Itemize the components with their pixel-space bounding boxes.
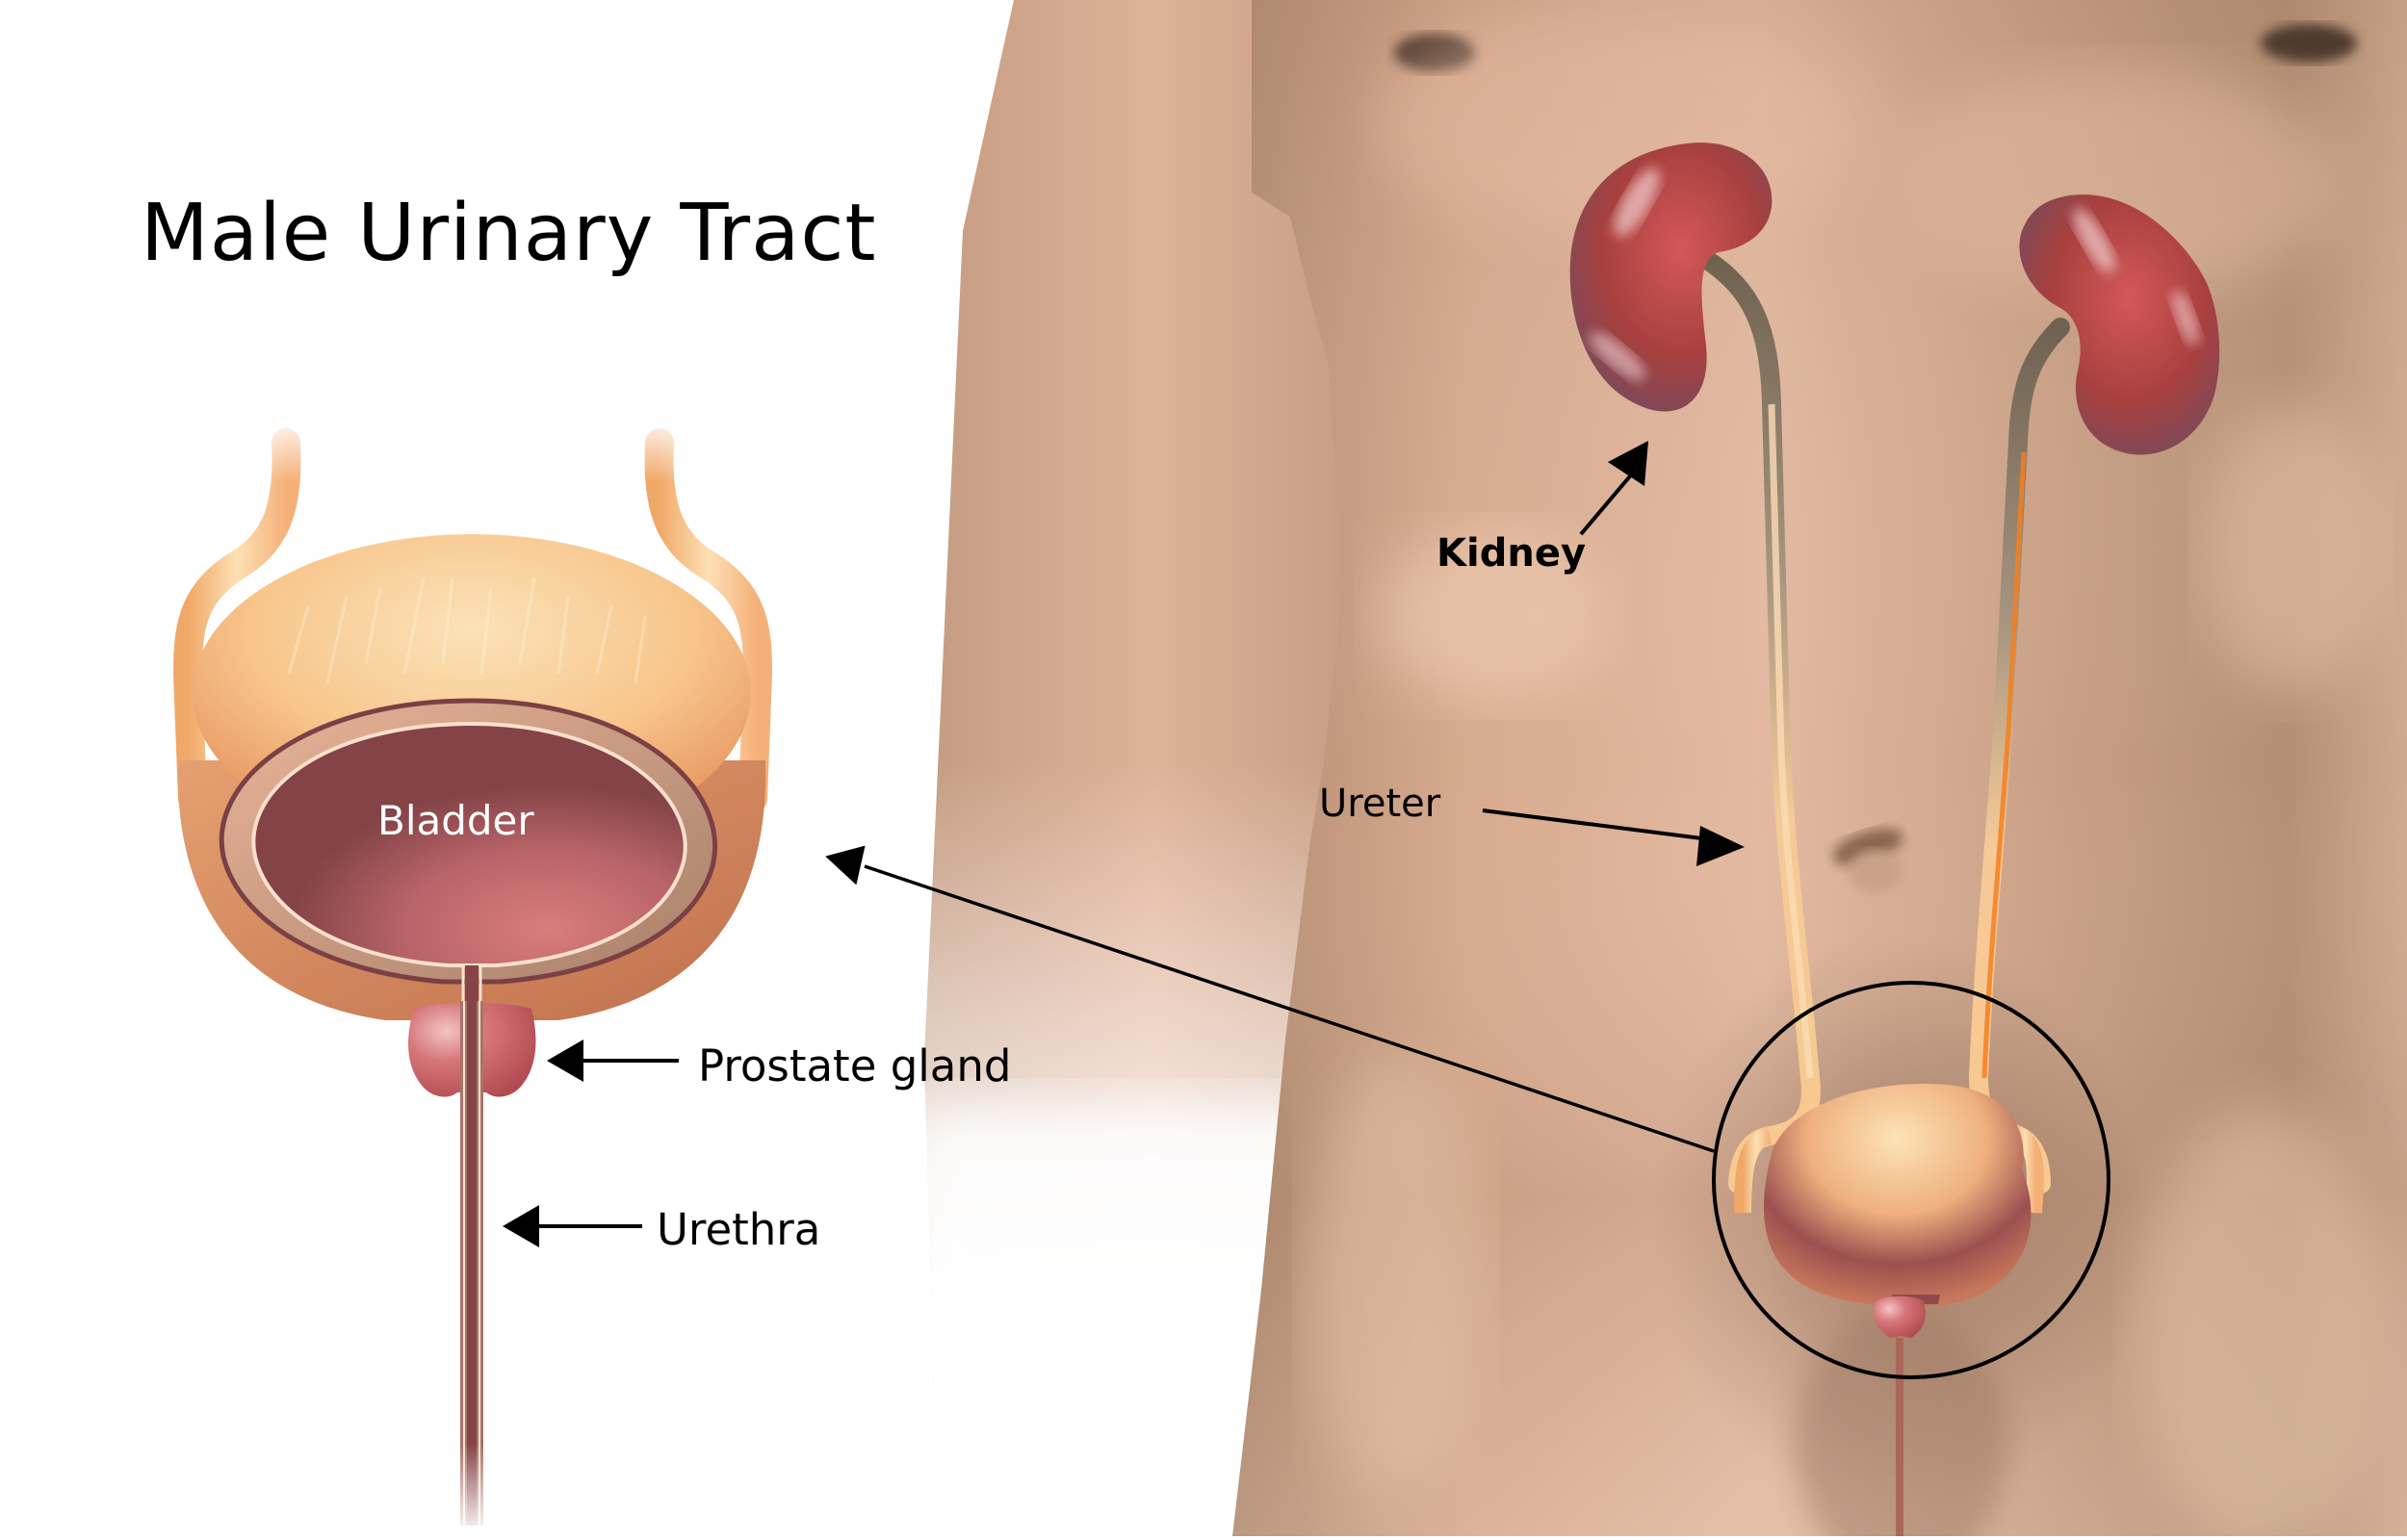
- enlarged-urethra: [453, 1001, 491, 1536]
- right-nipple: [2261, 24, 2357, 63]
- enlarged-ureters: [172, 414, 773, 813]
- label-bladder: Bladder: [377, 797, 534, 844]
- navel: [1832, 828, 1903, 892]
- label-ureter: Ureter: [1319, 782, 1441, 826]
- left-kidney: [1569, 142, 1773, 412]
- right-kidney: [2019, 194, 2220, 455]
- arrow-prostate: [547, 1040, 679, 1082]
- magnify-circle: [1712, 981, 2110, 1379]
- arrow-urethra: [503, 1205, 642, 1247]
- arrow-ureter: [1482, 808, 1745, 866]
- label-kidney: Kidney: [1436, 531, 1587, 576]
- arrow-magnify-connector: [825, 845, 1715, 1153]
- body-prostate: [1874, 1296, 1926, 1338]
- enlarged-bladder: [177, 534, 766, 1020]
- diagram-title: Male Urinary Tract: [141, 188, 877, 279]
- bladder-lumen: [251, 721, 687, 967]
- body-bladder: [1734, 1084, 2044, 1306]
- arrow-kidney: [1579, 441, 1648, 536]
- label-urethra: Urethra: [657, 1204, 821, 1255]
- label-prostate-gland: Prostate gland: [698, 1040, 1012, 1091]
